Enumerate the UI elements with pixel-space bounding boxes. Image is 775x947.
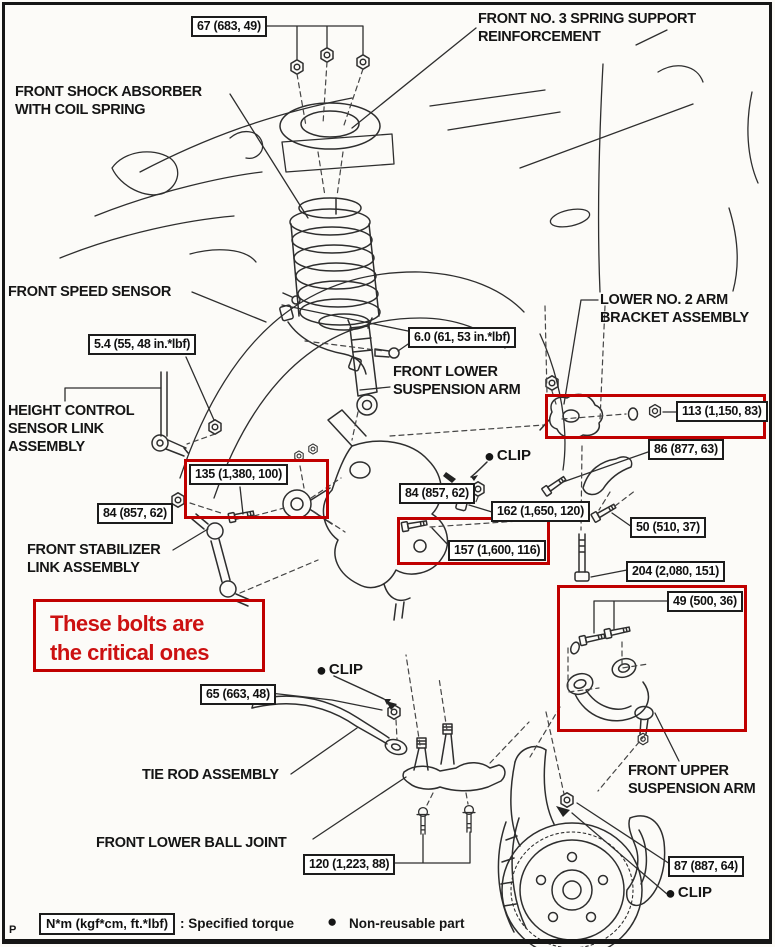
label-tie-rod: TIE ROD ASSEMBLY — [142, 767, 279, 783]
annotation-line: the critical ones — [50, 640, 210, 665]
label-speed-sensor: FRONT SPEED SENSOR — [8, 284, 171, 300]
torque-label-67: 67 (683, 49) — [191, 16, 267, 38]
label-shock-absorber: FRONT SHOCK ABSORBER WITH COIL SPRING — [15, 84, 202, 118]
critical-bolts-annotation: These bolts are the critical ones — [33, 599, 265, 672]
label-upper-suspension-arm: FRONT UPPER SUSPENSION ARM — [628, 763, 756, 797]
label-lower-ball-joint: FRONT LOWER BALL JOINT — [96, 835, 287, 851]
label-lower-no2-bracket: LOWER NO. 2 ARM BRACKET ASSEMBLY — [600, 292, 749, 326]
torque-label-86: 86 (877, 63) — [648, 439, 724, 461]
non-reusable-bullet-icon: ● — [665, 883, 676, 903]
clip-arrows — [333, 461, 570, 817]
torque-label-204: 204 (2,080, 151) — [626, 561, 725, 583]
torque-label-84-left: 84 (857, 62) — [97, 503, 173, 525]
page-marker: P — [9, 924, 17, 936]
clip-marker-tie-rod: ●CLIP — [316, 660, 364, 680]
clip-marker-lower-arm: ●CLIP — [484, 446, 532, 466]
label-stabilizer-link: FRONT STABILIZER LINK ASSEMBLY — [27, 542, 161, 576]
label-spring-support-reinforcement: FRONT NO. 3 SPRING SUPPORT REINFORCEMENT — [478, 11, 696, 45]
torque-label-87: 87 (887, 64) — [668, 856, 744, 878]
legend-torque-description: : Specified torque — [180, 916, 295, 931]
annotation-line: These bolts are — [50, 611, 204, 636]
highlight-box-bolt-135 — [184, 459, 329, 519]
tie-rod-group — [251, 695, 408, 756]
torque-label-84-center: 84 (857, 62) — [399, 483, 475, 505]
torque-label-113: 113 (1,150, 83) — [676, 401, 768, 423]
torque-label-50: 50 (510, 37) — [630, 517, 706, 539]
torque-label-162: 162 (1,650, 120) — [491, 501, 590, 523]
strut-spring-group — [279, 102, 381, 416]
non-reusable-bullet-icon: ● — [484, 446, 495, 466]
torque-label-120: 120 (1,223, 88) — [303, 854, 396, 876]
leader-lines — [64, 25, 680, 895]
height-sensor-link-group — [151, 371, 189, 457]
non-reusable-bullet-icon: ● — [327, 912, 338, 931]
legend-torque-units-box: N*m (kgf*cm, ft.*lbf) — [39, 913, 176, 935]
highlight-box-bolt-157 — [397, 517, 550, 565]
torque-label-6-0: 6.0 (61, 53 in.*lbf) — [408, 327, 517, 349]
speed-sensor-group — [279, 292, 367, 375]
label-lower-suspension-arm: FRONT LOWER SUSPENSION ARM — [393, 364, 521, 398]
torque-label-5-4: 5.4 (55, 48 in.*lbf) — [88, 334, 197, 356]
label-height-control-sensor-link: HEIGHT CONTROL SENSOR LINK ASSEMBLY — [8, 403, 135, 455]
highlight-box-upper-arm-49 — [557, 585, 747, 732]
ball-joint-group — [402, 723, 506, 792]
car-body-outline — [59, 29, 759, 293]
torque-label-49: 49 (500, 36) — [667, 591, 743, 613]
torque-label-157: 157 (1,600, 116) — [448, 540, 547, 562]
legend-non-reusable-text: Non-reusable part — [349, 916, 465, 931]
bracket-no1-group — [582, 456, 633, 496]
torque-label-65: 65 (663, 48) — [200, 684, 276, 706]
clip-marker-knuckle: ●CLIP — [665, 883, 713, 903]
non-reusable-bullet-icon: ● — [316, 660, 327, 680]
torque-label-135: 135 (1,380, 100) — [189, 464, 288, 486]
stabilizer-link-group — [191, 513, 251, 607]
